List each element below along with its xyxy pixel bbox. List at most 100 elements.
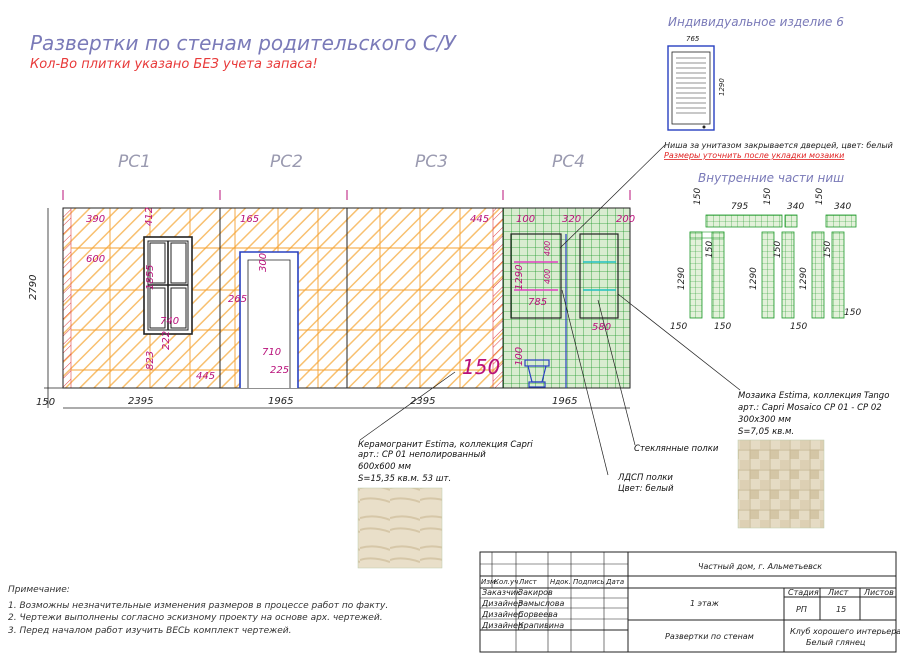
niche-dim-150i: 150	[790, 322, 807, 332]
remark-1: 1. Возможны незначительные изменения раз…	[8, 601, 388, 611]
tb-h-sign: Подпись	[573, 578, 605, 586]
tb-drawing: Развертки по стенам	[665, 632, 754, 641]
dim-pc4-200: 200	[616, 214, 635, 225]
niche-dim-795: 795	[731, 202, 748, 212]
ceramic-note: Керамогранит Estima, коллекция Capri арт…	[357, 440, 533, 569]
tb-name-3: Сорвеева	[518, 610, 558, 619]
dim-pc1-412: 412	[144, 207, 155, 226]
mosaic-line-4: S=7,05 кв.м.	[738, 427, 794, 437]
leader-lines	[359, 144, 741, 476]
ceramic-line-1: Керамогранит Estima, коллекция Capri	[358, 440, 533, 450]
dim-pc4-400b: 400	[543, 269, 552, 284]
dim-pc4-785: 785	[528, 297, 547, 308]
tb-project: Частный дом, г. Альметьевск	[698, 562, 822, 571]
niche-dim-150e: 150	[773, 241, 783, 258]
pc4-dims: 100 320 200 1290 400 400 785 580 100	[514, 214, 635, 366]
dim-width-pc2: 1965	[268, 396, 293, 407]
ceramic-swatch	[357, 487, 443, 569]
niche-dim-150g: 150	[670, 322, 687, 332]
dim-width-pc1: 2395	[128, 396, 153, 407]
remark-3: 3. Перед началом работ изучить ВЕСЬ комп…	[8, 626, 291, 636]
niche-dim-150d: 150	[705, 241, 715, 258]
pc3-tile-area	[347, 208, 503, 388]
dim-pc1-1855: 1855	[145, 265, 156, 290]
dim-base: 150	[36, 397, 55, 408]
ldsp-line-2: Цвет: белый	[618, 484, 674, 494]
wall-label-pc2: РС2	[270, 152, 303, 172]
tb-floor: 1 этаж	[690, 599, 720, 608]
toilet	[524, 359, 550, 388]
niche-parts: Внутренние части ниш 795 150 340 150 340…	[670, 171, 861, 332]
tb-role-4: Дизайнер	[481, 621, 523, 630]
tb-h-date: Дата	[605, 578, 624, 586]
item6-title: Индивидуальное изделие 6	[668, 15, 844, 29]
wall-elevation	[62, 190, 631, 389]
dim-pc1-445: 445	[196, 371, 215, 382]
dim-pc4-400a: 400	[543, 241, 552, 256]
dim-width-pc4: 1965	[552, 396, 577, 407]
pc2-dims: 165 300 265 710 225	[228, 214, 289, 376]
ceramic-line-3: 600х600 мм	[358, 462, 412, 472]
niche-dim-1290a: 1290	[677, 267, 687, 290]
remark-2: 2. Чертежи выполнены согласно эскизному …	[8, 613, 383, 623]
dim-pc1-390: 390	[86, 214, 105, 225]
ldsp-line-1: ЛДСП полки	[617, 473, 673, 483]
niche-dim-150f: 150	[823, 241, 833, 258]
tb-role-3: Дизайнер	[481, 610, 523, 619]
tb-sheets-label: Листов	[863, 588, 894, 597]
ceramic-line-4: S=15,35 кв.м. 53 шт.	[358, 474, 451, 484]
dim-pc1-823: 823	[145, 351, 156, 370]
niche-dim-150b: 150	[815, 188, 825, 205]
dim-pc2-225: 225	[270, 365, 289, 376]
dim-pc4-100: 100	[516, 214, 535, 225]
mosaic-line-3: 300х300 мм	[738, 415, 792, 425]
pc1-wall-hatch	[62, 207, 72, 389]
dim-pc2-265: 265	[228, 294, 247, 305]
niche-dim-340b: 340	[834, 202, 851, 212]
title-block: Частный дом, г. Альметьевск Изм. Кол.уч …	[479, 551, 900, 653]
tb-h-list: Лист	[518, 578, 538, 586]
item6-warning: Размеры уточнить после укладки мозаики	[664, 151, 844, 160]
niche-dim-340a: 340	[787, 202, 804, 212]
mosaic-line-1: Мозаика Estima, коллекция Tango	[738, 391, 889, 401]
tb-name-2: Замыслова	[518, 599, 565, 608]
mosaic-swatch	[737, 439, 825, 529]
dim-pc2-710: 710	[262, 347, 281, 358]
niche-dim-1290c: 1290	[799, 267, 809, 290]
pc2-door-opening	[239, 251, 299, 388]
tb-name-4: Крапивина	[518, 621, 564, 630]
dim-pc3-445: 445	[470, 214, 489, 225]
page-title: Развертки по стенам родительского С/У	[30, 31, 458, 55]
niche-dim-150c: 150	[693, 188, 703, 205]
niche-dim-150a: 150	[763, 188, 773, 205]
dim-pc1-740: 740	[160, 316, 179, 327]
dim-width-pc3: 2395	[410, 396, 435, 407]
wall-label-pc1: РС1	[118, 152, 151, 172]
niche-dim-150h: 150	[714, 322, 731, 332]
wall-label-pc4: РС4	[552, 152, 585, 172]
tb-h-izm: Изм.	[481, 578, 497, 586]
tb-company-2: Белый глянец	[806, 638, 866, 647]
glass-note: Стеклянные полки	[634, 444, 719, 454]
item6-width: 765	[686, 35, 700, 43]
page-subtitle: Кол-Во плитки указано БЕЗ учета запаса!	[30, 57, 318, 72]
wall-labels: РС1 РС2 РС3 РС4	[118, 152, 585, 172]
remarks: Примечание: 1. Возможны незначительные и…	[8, 585, 388, 636]
dim-pc4-1290: 1290	[514, 265, 525, 290]
wall-label-pc3: РС3	[415, 152, 448, 172]
mosaic-line-2: арт.: Capri Mosaico CP 01 - CP 02	[738, 403, 882, 413]
tb-h-ndok: Ндок.	[550, 578, 571, 586]
pc4-niches	[510, 233, 619, 388]
dim-pc2-165: 165	[240, 214, 259, 225]
tb-stage: РП	[796, 605, 807, 614]
dim-pc1-222: 222	[161, 331, 172, 350]
item6-note: Ниша за унитазом закрывается дверцей, цв…	[664, 141, 893, 150]
dim-pc3-150: 150	[462, 355, 500, 379]
pc1-tile-area	[63, 208, 220, 388]
dim-pc2-300: 300	[258, 253, 269, 272]
tb-role-1: Заказчик	[482, 588, 521, 597]
pc1-dims: 390 412 600 1855 740 823 222 445	[86, 207, 215, 382]
tb-sheet-label: Лист	[827, 588, 849, 597]
pc3-dims: 445 150	[462, 214, 500, 379]
